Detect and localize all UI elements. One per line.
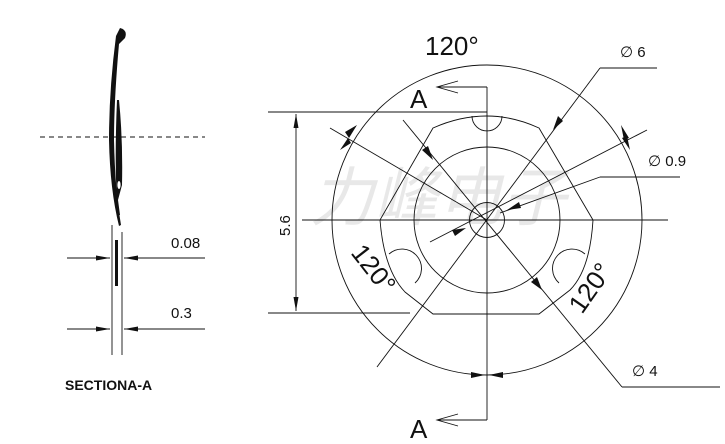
arrowhead [507, 202, 521, 210]
arrowhead [340, 138, 351, 150]
section-arrow [435, 80, 459, 94]
dia-inner: ∅ 4 [632, 363, 658, 380]
arrowhead [96, 255, 110, 261]
section-profile [109, 28, 126, 226]
section-profile-inner [115, 100, 123, 215]
arrowhead [471, 372, 485, 378]
dia-center: ∅ 0.9 [648, 153, 686, 170]
section-arrow [435, 413, 459, 427]
arrowhead [345, 125, 357, 138]
section-view: 0.08 0.3 SECTIONA-A [40, 28, 205, 393]
section-marker-top: A [410, 84, 428, 114]
diagonal-line [329, 127, 488, 221]
angle-right: 120° [562, 257, 617, 318]
section-marker-bottom: A [410, 414, 428, 444]
watermark: 力峰电子 [310, 162, 570, 234]
arrowhead [96, 326, 110, 332]
arrowhead [489, 372, 503, 378]
arrowhead [622, 136, 630, 150]
section-title: SECTIONA-A [65, 377, 152, 393]
dia-outer: ∅ 6 [620, 44, 646, 61]
arrowhead [124, 255, 138, 261]
diagonal-line [376, 67, 601, 368]
plan-view: 5.6 A A 120° 120° 120° ∅ 6 ∅ 0.9 ∅ 4 [268, 31, 720, 444]
diagonal-line [429, 129, 648, 243]
hex-outline [379, 115, 594, 315]
foil-section [115, 240, 118, 286]
angle-left: 120° [345, 238, 402, 299]
notch-left [388, 248, 422, 284]
arrowhead [293, 297, 299, 311]
arrowhead [452, 228, 466, 236]
angle-top: 120° [425, 31, 479, 61]
diagonal-line [402, 119, 623, 388]
dim-thickness-inner: 0.08 [171, 235, 200, 252]
arrowhead [553, 116, 563, 130]
profile-highlight [117, 181, 121, 189]
arrowhead [422, 146, 433, 160]
dim-thickness-outer: 0.3 [171, 305, 192, 322]
arrowhead [124, 326, 138, 332]
notch-right [552, 248, 586, 284]
dim-height: 5.6 [277, 215, 294, 236]
arrowhead [293, 114, 299, 128]
arrowhead [531, 277, 542, 290]
